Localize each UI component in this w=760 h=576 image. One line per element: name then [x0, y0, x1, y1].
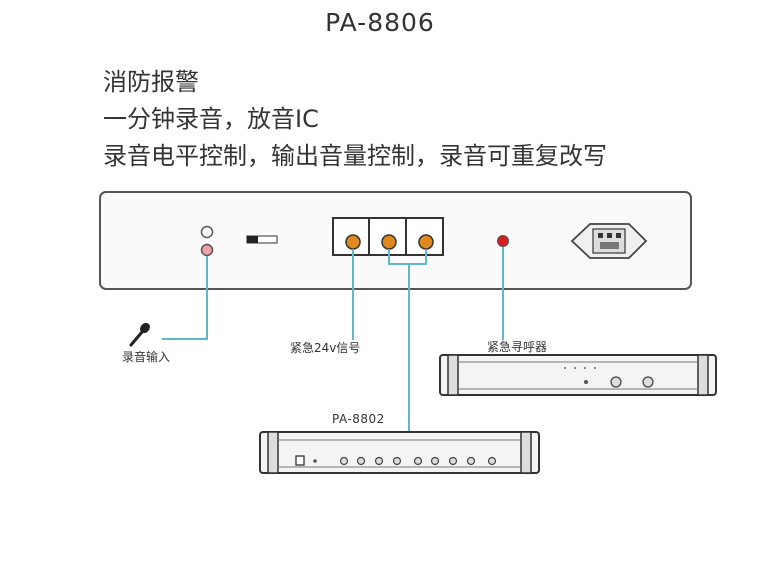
terminal-screw-1 [345, 234, 361, 250]
record-input-jack [200, 243, 214, 257]
line-to-pa8802 [388, 249, 427, 265]
rear-panel [99, 191, 692, 290]
pa8802-device [259, 431, 540, 474]
terminal-screw-3 [418, 234, 434, 250]
label-pa8802: PA-8802 [332, 412, 385, 426]
connection-lines [162, 247, 504, 432]
power-socket-icon [570, 223, 648, 259]
label-record-input: 录音输入 [122, 349, 170, 364]
label-emergency-pager: 紧急寻呼器 [487, 339, 547, 354]
feature-line-3: 录音电平控制，输出音量控制，录音可重复改写 [103, 142, 607, 170]
pager-knob-1 [610, 376, 622, 388]
feature-line-1: 消防报警 [103, 68, 199, 96]
pager-knob-2 [642, 376, 654, 388]
pa8802-power-switch [295, 455, 305, 466]
terminal-block [332, 217, 444, 256]
page-title: PA-8806 [325, 8, 435, 37]
emergency-pager-device [439, 354, 717, 396]
terminal-screw-2 [381, 234, 397, 250]
jack-top [200, 225, 214, 239]
emergency-led [497, 235, 509, 247]
line-record-input [162, 256, 208, 340]
label-emergency-24v: 紧急24v信号 [290, 340, 360, 355]
microphone-icon [129, 322, 150, 347]
feature-line-2: 一分钟录音，放音IC [103, 105, 319, 133]
